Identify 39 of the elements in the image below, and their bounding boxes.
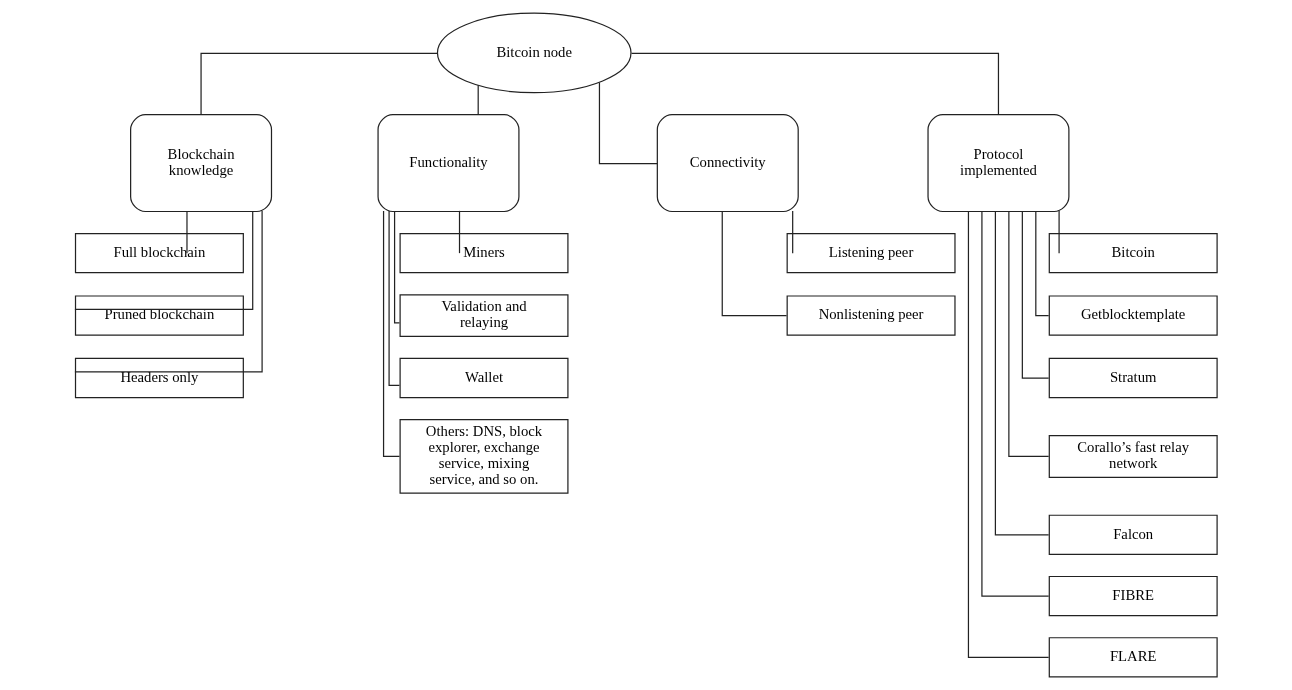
node-box: FIBRE bbox=[1048, 575, 1218, 617]
node-box: Corallo’s fast relay network bbox=[1048, 435, 1218, 478]
connector bbox=[477, 84, 479, 116]
connector bbox=[1035, 210, 1050, 317]
connector bbox=[792, 210, 794, 254]
node-box: Falcon bbox=[1048, 514, 1218, 556]
connector bbox=[74, 210, 254, 311]
node-box: Functionality bbox=[377, 114, 520, 213]
connector bbox=[74, 210, 263, 373]
connector bbox=[994, 210, 1050, 536]
connector bbox=[630, 52, 1000, 116]
connector bbox=[981, 210, 1050, 597]
node-box: Others: DNS, block explorer, exchange service, mixing service, and so on. bbox=[399, 419, 569, 494]
node-box: Connectivity bbox=[656, 114, 799, 213]
node-box: Stratum bbox=[1048, 357, 1218, 399]
connector bbox=[1008, 210, 1050, 458]
connector bbox=[967, 210, 1050, 658]
node-box: Miners bbox=[399, 232, 569, 274]
node-ellipse: Bitcoin node bbox=[436, 12, 632, 94]
connector bbox=[598, 81, 658, 165]
connector bbox=[1021, 210, 1050, 379]
connector bbox=[388, 210, 401, 387]
node-box: Headers only bbox=[74, 357, 244, 399]
node-box: Nonlistening peer bbox=[786, 295, 956, 336]
connector bbox=[200, 52, 439, 116]
node-box: Validation and relaying bbox=[399, 294, 569, 338]
connector bbox=[1058, 210, 1060, 254]
node-box: Bitcoin bbox=[1048, 232, 1218, 274]
node-box: Blockchain knowledge bbox=[130, 114, 273, 213]
connector bbox=[721, 210, 788, 317]
node-box: Protocol implemented bbox=[927, 114, 1070, 213]
node-box: Wallet bbox=[399, 357, 569, 399]
node-box: Listening peer bbox=[786, 232, 956, 274]
node-box: FLARE bbox=[1048, 637, 1218, 678]
node-box: Full blockchain bbox=[74, 232, 244, 274]
connector bbox=[458, 210, 461, 254]
connector bbox=[186, 210, 188, 254]
connector bbox=[393, 210, 401, 324]
node-box: Getblocktemplate bbox=[1048, 295, 1218, 336]
